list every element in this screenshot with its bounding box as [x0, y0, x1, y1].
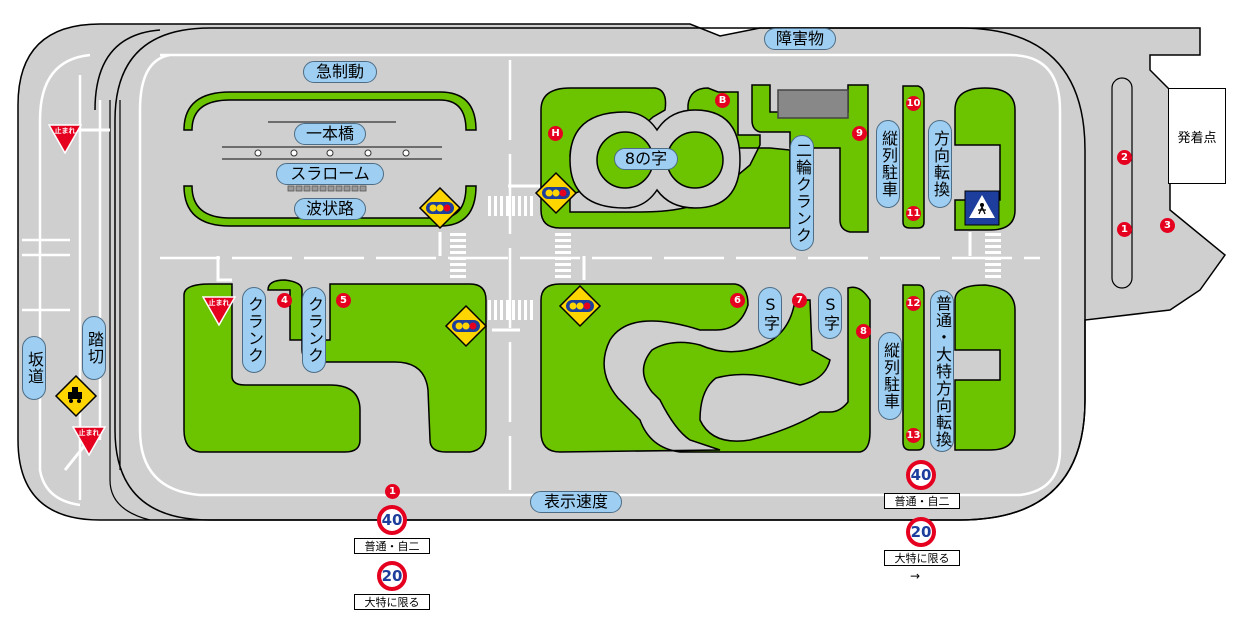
crosswalk-icon — [964, 190, 1000, 226]
wavy-road-bars — [287, 185, 367, 192]
plate-right-1: 普通・自二 — [884, 493, 960, 509]
marker-5: 5 — [336, 293, 351, 308]
marker-h: H — [548, 126, 563, 141]
speed-limit-20-right: 20 — [906, 517, 936, 547]
traffic-signal-icon — [558, 284, 602, 328]
plate-right-2: 大特に限る — [884, 550, 960, 566]
plate-left-2: 大特に限る — [354, 594, 430, 610]
marker-10: 10 — [906, 96, 921, 111]
stop-lines — [63, 128, 972, 471]
label-parallel-parking-top: 縦列駐車 — [876, 120, 900, 208]
marker-b: B — [715, 93, 730, 108]
label-slalom: スラローム — [276, 163, 384, 185]
marker-12: 12 — [906, 296, 921, 311]
marker-6: 6 — [730, 293, 745, 308]
stop-sign-icon: 止まれ — [47, 124, 83, 155]
label-wavy-road: 波状路 — [294, 198, 366, 220]
arrow-right-icon: → — [910, 569, 921, 583]
marker-8: 8 — [856, 324, 871, 339]
marker-7: 7 — [792, 293, 807, 308]
left-road-divider — [109, 100, 151, 521]
traffic-signal-icon — [444, 304, 488, 348]
label-direction-change-top: 方向転換 — [928, 120, 952, 208]
label-crank-left: クランク — [242, 287, 266, 373]
label-two-wheel-crank: 二輪クランク — [790, 135, 814, 251]
marker-13: 13 — [906, 428, 921, 443]
label-one-plank-bridge: 一本橋 — [294, 123, 366, 145]
label-crank-right: クランク — [302, 287, 326, 373]
label-parallel-parking-bottom: 縦列駐車 — [878, 332, 902, 420]
marker-4: 4 — [277, 293, 292, 308]
obstacle-block — [777, 89, 849, 119]
inner-loop-line — [114, 27, 1086, 521]
label-figure-eight: 8の字 — [614, 148, 678, 170]
label-railroad-crossing: 踏切 — [82, 316, 106, 380]
plate-left-1: 普通・自二 — [354, 538, 430, 554]
speed-limit-40-right: 40 — [906, 460, 936, 490]
crosswalk-markings — [450, 196, 1001, 320]
marker-2: 2 — [1117, 150, 1132, 165]
start-lane-island — [1111, 77, 1133, 289]
stop-sign-icon: 止まれ — [201, 296, 237, 327]
slalom-cones — [254, 149, 410, 157]
traffic-signal-icon — [418, 186, 462, 230]
one-plank-bridge-lines — [222, 121, 442, 160]
marker-11: 11 — [906, 206, 921, 221]
label-s-curve-right: S字 — [818, 287, 842, 339]
stop-sign-icon: 止まれ — [71, 426, 107, 457]
marker-1-start: 1 — [1117, 222, 1132, 237]
railroad-crossing-icon — [54, 374, 98, 418]
marker-1-speed: 1 — [385, 484, 400, 499]
speed-limit-20-left: 20 — [377, 561, 407, 591]
label-slope: 坂道 — [22, 336, 46, 400]
speed-limit-40-left: 40 — [377, 505, 407, 535]
inner-loop-line-2 — [94, 29, 161, 111]
marker-3: 3 — [1160, 218, 1175, 233]
marker-9: 9 — [852, 126, 867, 141]
label-start-point: 発着点 — [1168, 88, 1226, 184]
label-displayed-speed: 表示速度 — [530, 491, 622, 513]
label-s-curve-left: S字 — [758, 287, 782, 339]
label-direction-change-bottom: 普通・大特方向転換 — [930, 290, 954, 452]
label-emergency-braking: 急制動 — [303, 61, 377, 83]
label-obstacle: 障害物 — [764, 28, 836, 50]
traffic-signal-icon — [534, 171, 578, 215]
